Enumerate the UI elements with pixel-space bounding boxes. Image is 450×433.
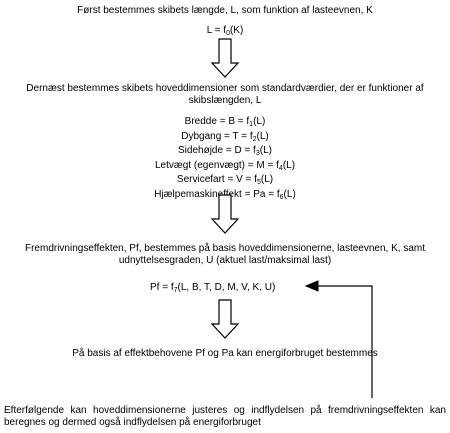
step-2-text: Dernæst bestemmes skibets hoveddimension…	[0, 83, 450, 106]
dimension-sub: 2	[252, 135, 257, 143]
formula-length-rhs: (K)	[229, 25, 244, 36]
step-2-line-2: skibslængden, L	[188, 94, 262, 106]
step-4-text: På basis af effektbehovene Pf og Pa kan …	[72, 348, 378, 359]
dimension-label: Sidehøjde = D = f	[178, 145, 256, 156]
feedback-arrowhead-icon	[304, 280, 319, 292]
step-5-text: Efterfølgende kan hoveddimensionerne jus…	[4, 405, 446, 428]
step-3-line-1: Fremdrivningseffekten, Pf, bestemmes på …	[24, 243, 426, 254]
feedback-loop	[318, 285, 373, 398]
dimension-rhs: (L)	[259, 145, 272, 156]
formula-length-sub: 0	[226, 30, 230, 37]
dimension-item-bredde: Bredde = B = f1(L)	[0, 116, 450, 131]
step-3-line-2: udnyttelsesgraden, U (aktuel last/maksim…	[118, 254, 332, 266]
dimension-sub: 4	[278, 164, 283, 172]
dimension-sub: 3	[255, 150, 260, 157]
formula-length-lhs: L = f	[206, 25, 227, 36]
dimension-rhs: (L)	[260, 174, 274, 185]
formula-length: L = f0(K)	[0, 25, 450, 37]
dimension-label: Letvægt (egenvægt) = M = f	[154, 159, 279, 171]
formula-pf-rhs: (L, B, T, D, M, V, K, U)	[177, 282, 276, 293]
dimension-rhs: (L)	[282, 159, 296, 171]
dimension-item-dybgang: Dybgang = T = f2(L)	[0, 131, 450, 146]
dimension-list: Bredde = B = f1(L) Dybgang = T = f2(L) S…	[0, 116, 450, 203]
dimension-label: Servicefart = V = f	[176, 174, 257, 185]
step-1-text: Først bestemmes skibets længde, L, som f…	[77, 5, 373, 16]
dimension-sub: 6	[279, 193, 284, 201]
dimension-sub: 5	[256, 179, 261, 186]
down-arrow-icon	[210, 38, 240, 78]
dimension-rhs: (L)	[253, 116, 266, 127]
dimension-rhs: (L)	[283, 188, 296, 200]
dimension-item-hjaelpemaskineffekt: Hjælpemaskineffekt = Pa = f6(L)	[0, 189, 450, 204]
formula-pf: Pf = f7(L, B, T, D, M, V, K, U)	[150, 282, 275, 294]
formula-pf-sub: 7	[173, 287, 178, 294]
dimension-item-letvaegt: Letvægt (egenvægt) = M = f4(L)	[0, 160, 450, 175]
dimension-item-servicefart: Servicefart = V = f5(L)	[0, 174, 450, 189]
dimension-sub: 1	[249, 121, 254, 128]
down-arrow-icon	[210, 194, 240, 234]
step-3-text: Fremdrivningseffekten, Pf, bestemmes på …	[0, 243, 450, 266]
dimension-item-sidehojde: Sidehøjde = D = f3(L)	[0, 145, 450, 160]
dimension-label: Bredde = B = f	[184, 116, 250, 127]
dimension-label: Dybgang = T = f	[181, 130, 253, 142]
feedback-loop-line	[318, 285, 373, 398]
dimension-rhs: (L)	[256, 130, 269, 142]
step-2-line-1: Dernæst bestemmes skibets hoveddimension…	[26, 83, 424, 94]
dimension-label: Hjælpemaskineffekt = Pa = f	[154, 188, 280, 200]
down-arrow-icon	[210, 299, 240, 339]
formula-pf-lhs: Pf = f	[150, 282, 174, 293]
